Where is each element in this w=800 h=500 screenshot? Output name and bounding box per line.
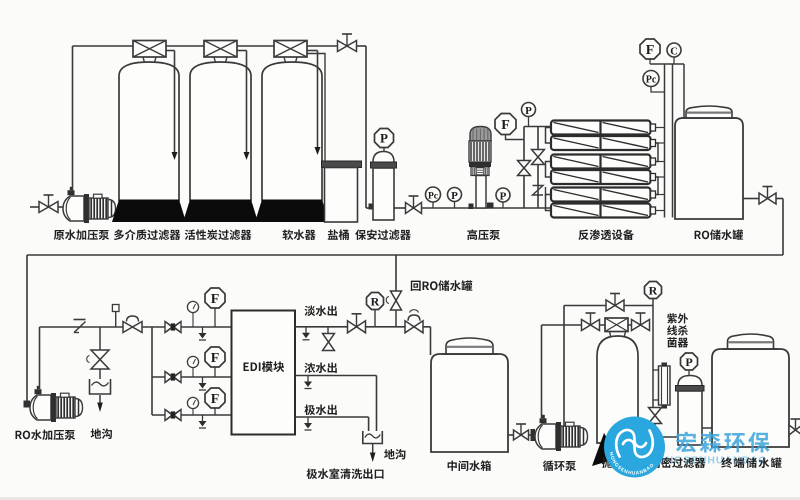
svg-text:F: F [211,292,220,307]
svg-text:Pc: Pc [428,192,438,202]
svg-text:F: F [501,118,510,133]
svg-text:Pc: Pc [646,75,657,86]
svg-text:P: P [685,355,692,369]
svg-text:F: F [646,43,655,58]
svg-text:R: R [649,284,658,298]
svg-text:F: F [211,392,220,407]
svg-text:P: P [500,191,507,203]
svg-text:C: C [670,47,678,58]
svg-text:F: F [211,351,220,366]
svg-text:R: R [371,295,380,309]
svg-text:P: P [525,105,532,117]
svg-text:P: P [380,131,388,146]
svg-text:P: P [451,190,458,202]
